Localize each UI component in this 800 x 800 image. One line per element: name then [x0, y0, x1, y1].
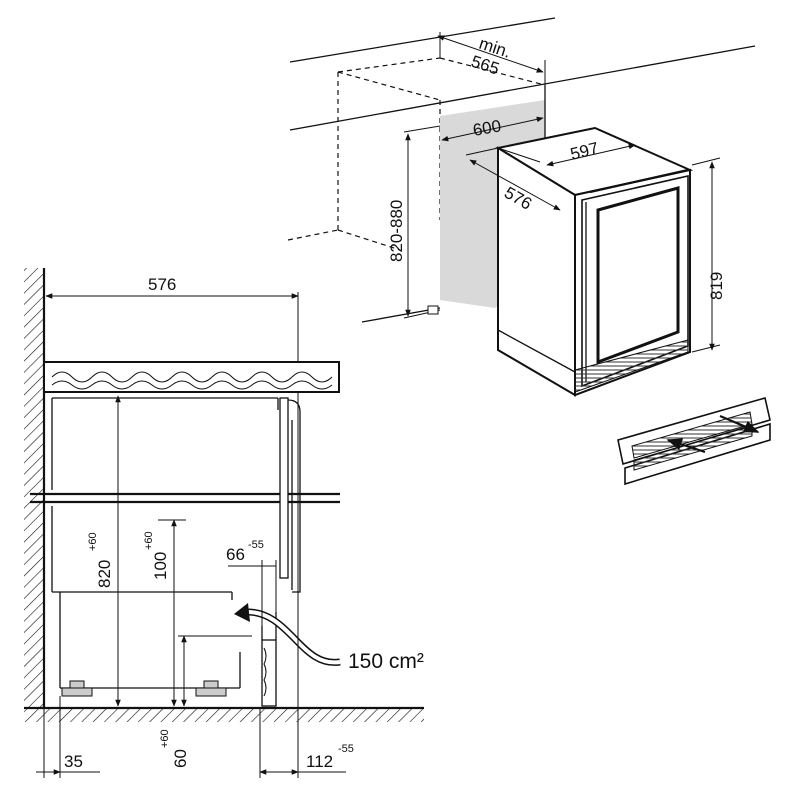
dim-base-height-tol: +60 [159, 729, 171, 748]
wall-line-top [289, 17, 556, 63]
floor-line [361, 307, 441, 323]
glass-door [596, 186, 680, 365]
dim-niche-height: 820-880 [387, 200, 406, 262]
adjustable-foot [427, 305, 439, 315]
wine-cooler-unit [495, 126, 694, 397]
wall-line-front [289, 45, 756, 131]
dim-vent-height: 100 [151, 552, 170, 580]
side-section-view: 150 cm² 576 820 +60 100 +60 66 -55 60 +6… [24, 268, 424, 778]
airflow-in-arrow [666, 438, 706, 454]
dim-plinth-depth-tol: -55 [338, 743, 354, 755]
foot-right [195, 687, 227, 697]
dim-vent-area: 150 cm² [348, 650, 424, 673]
wall-hatch [24, 268, 44, 708]
dim-plinth-depth: 112 [306, 752, 333, 771]
dim-plinth-gap-tol: -55 [248, 539, 264, 551]
perspective-view: min. 565 600 820-880 [287, 17, 756, 397]
countertop [43, 361, 340, 393]
dim-plinth-gap: 66 [226, 545, 245, 564]
dim-niche-width: 600 [471, 116, 502, 140]
dim-597-line [546, 143, 636, 167]
dim-vent-height-tol: +60 [143, 531, 155, 550]
airflow-out-arrow [719, 414, 760, 434]
dim-counter-depth: 576 [148, 275, 176, 294]
dim-min-line [437, 35, 544, 73]
dim-niche-height-tol: +60 [87, 532, 99, 551]
airflow-arrow-head [234, 603, 250, 622]
door-edge [279, 397, 289, 579]
foot-left [61, 687, 93, 697]
dim-576-line [469, 159, 561, 211]
floor-hatch [24, 708, 424, 722]
dim-unit-height: 819 [707, 272, 726, 300]
vent-grille-detail [617, 396, 771, 486]
dim-niche-height-820: 820 [95, 560, 114, 588]
plinth [261, 639, 277, 707]
dim-600-line [441, 116, 544, 142]
dim-wall-gap: 35 [64, 752, 83, 771]
appliance-section [51, 397, 301, 707]
dim-base-height: 60 [171, 749, 190, 768]
